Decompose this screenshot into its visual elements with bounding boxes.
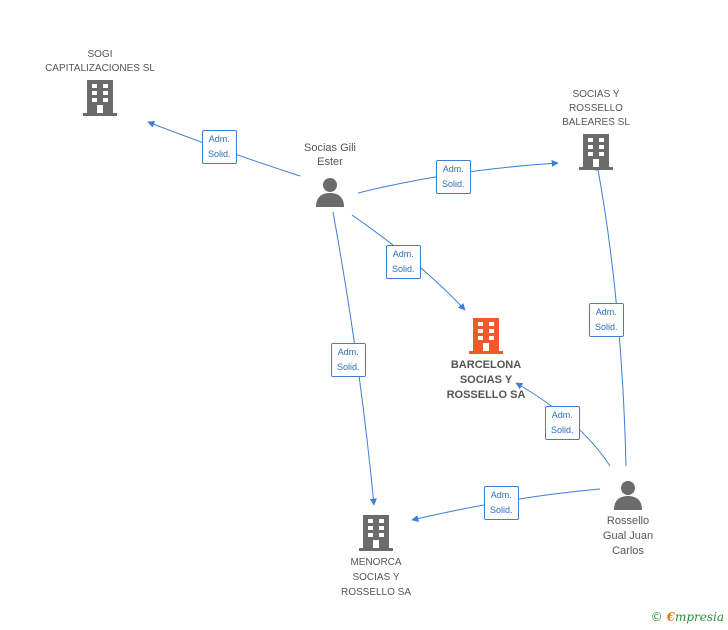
node-label-line: Carlos bbox=[612, 545, 644, 557]
person-icon bbox=[614, 481, 642, 510]
node-label-line: SOCIAS Y bbox=[459, 374, 513, 386]
node-label-line: Gual Juan bbox=[602, 530, 654, 542]
edge-label-line: Adm. bbox=[595, 307, 617, 317]
node-label-line: Rossello bbox=[606, 515, 650, 527]
edge-label-gili-menorca[interactable]: Adm. Solid. bbox=[331, 343, 366, 377]
edge-label-line: Adm. bbox=[208, 134, 230, 144]
node-label-line: ROSSELLO bbox=[569, 103, 623, 114]
node-label-line: ROSSELLO SA bbox=[340, 587, 412, 598]
node-label-line: CAPITALIZACIONES SL bbox=[45, 63, 155, 74]
edge-label-line: Solid. bbox=[595, 322, 618, 332]
node-socias-rossello-baleares[interactable]: SOCIAS Y ROSSELLO BALEARES SL bbox=[536, 88, 656, 170]
brand-name: mpresia bbox=[674, 610, 724, 624]
person-icon bbox=[316, 178, 344, 207]
edge-label-line: Solid. bbox=[442, 179, 465, 189]
edge-label-line: Adm. bbox=[490, 490, 512, 500]
node-label-line: SOCIAS Y bbox=[352, 572, 400, 583]
node-label: SOGI CAPITALIZACIONES SL bbox=[20, 48, 180, 76]
edge-label-line: Solid. bbox=[208, 149, 231, 159]
node-label: SOCIAS Y ROSSELLO BALEARES SL bbox=[536, 88, 656, 130]
edge-label-gili-sogi[interactable]: Adm. Solid. bbox=[202, 130, 237, 164]
edge-label-gual-menorca[interactable]: Adm. Solid. bbox=[484, 486, 519, 520]
edge-label-line: Adm. bbox=[392, 249, 414, 259]
node-label-line: Ester bbox=[317, 156, 343, 168]
edge-label-gili-baleares[interactable]: Adm. Solid. bbox=[436, 160, 471, 194]
brand-logo-letter: € bbox=[666, 610, 675, 624]
node-barcelona-socias-rossello[interactable]: BARCELONA SOCIAS Y ROSSELLO SA bbox=[424, 318, 548, 403]
node-label-line: ROSSELLO SA bbox=[446, 389, 526, 401]
node-rossello-gual-juan-carlos[interactable]: Rossello Gual Juan Carlos bbox=[578, 480, 678, 559]
edge-label-line: Solid. bbox=[490, 505, 513, 515]
node-menorca-socias-rossello[interactable]: MENORCA SOCIAS Y ROSSELLO SA bbox=[316, 515, 436, 600]
edge-label-line: Adm. bbox=[442, 164, 464, 174]
node-label: MENORCA SOCIAS Y ROSSELLO SA bbox=[316, 555, 436, 600]
edge-label-line: Solid. bbox=[551, 425, 574, 435]
edge-label-line: Solid. bbox=[392, 264, 415, 274]
node-label-line: BARCELONA bbox=[450, 359, 522, 371]
node-socias-gili-ester[interactable]: Socias Gili Ester bbox=[280, 141, 380, 207]
building-icon bbox=[579, 134, 613, 170]
node-label: Socias Gili Ester bbox=[280, 141, 380, 169]
edge-label-gual-baleares[interactable]: Adm. Solid. bbox=[589, 303, 624, 337]
edge-label-gili-barcelona[interactable]: Adm. Solid. bbox=[386, 245, 421, 279]
copyright-symbol: © bbox=[650, 610, 663, 624]
edge-label-line: Solid. bbox=[337, 362, 360, 372]
node-label-line: SOCIAS Y bbox=[572, 89, 620, 100]
edge-label-gual-barcelona[interactable]: Adm. Solid. bbox=[545, 406, 580, 440]
node-label: BARCELONA SOCIAS Y ROSSELLO SA bbox=[424, 358, 548, 403]
edge-label-line: Adm. bbox=[551, 410, 573, 420]
building-icon bbox=[359, 515, 393, 551]
building-icon bbox=[83, 80, 117, 116]
node-label: Rossello Gual Juan Carlos bbox=[578, 514, 678, 559]
node-label-line: MENORCA bbox=[350, 557, 402, 568]
node-sogi-capitalizaciones[interactable]: SOGI CAPITALIZACIONES SL bbox=[20, 48, 180, 116]
node-label-line: SOGI bbox=[87, 49, 113, 60]
edge-label-line: Adm. bbox=[337, 347, 359, 357]
node-label-line: BALEARES SL bbox=[562, 117, 630, 128]
footer-brand: ©€mpresia bbox=[651, 610, 724, 624]
building-icon bbox=[469, 318, 503, 354]
node-label-line: Socias Gili bbox=[304, 142, 356, 154]
